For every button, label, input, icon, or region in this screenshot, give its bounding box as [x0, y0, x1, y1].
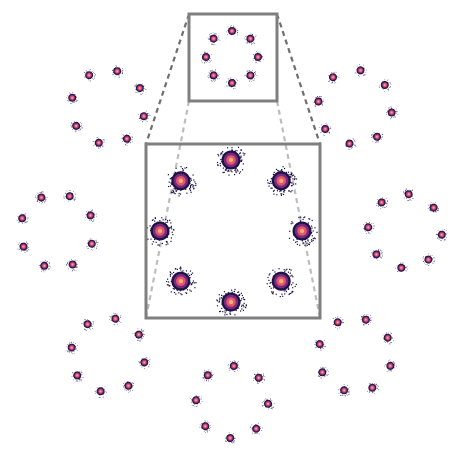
zoom-source-frame	[187, 12, 279, 103]
blob	[66, 91, 78, 104]
connector-line	[275, 13, 322, 145]
blob	[166, 266, 197, 296]
connector-line	[144, 100, 191, 319]
blob	[332, 316, 345, 330]
blob	[318, 366, 329, 379]
blob	[354, 64, 367, 78]
blob	[367, 383, 379, 394]
blob	[86, 238, 99, 251]
blob	[253, 372, 266, 384]
blob	[371, 132, 384, 143]
blob	[35, 191, 48, 205]
blob	[66, 259, 78, 272]
blob	[190, 394, 203, 407]
blob	[226, 25, 239, 36]
blob	[66, 341, 78, 355]
blob	[121, 133, 133, 146]
blob	[17, 241, 30, 253]
blob	[319, 123, 332, 136]
zoom-inset-frame	[144, 142, 322, 320]
ring	[16, 190, 99, 273]
blob	[200, 50, 213, 64]
blob	[112, 65, 124, 78]
blob	[167, 166, 197, 197]
zoom-inset-cluster	[145, 146, 318, 316]
ring	[66, 312, 151, 398]
blob	[207, 32, 221, 46]
blob	[266, 268, 297, 298]
blob	[138, 110, 151, 123]
connector-line	[275, 100, 322, 319]
connector-line	[144, 13, 191, 145]
blob	[134, 83, 147, 95]
blob	[288, 216, 318, 246]
blob	[328, 71, 340, 84]
blob	[252, 51, 264, 64]
blob	[261, 398, 275, 410]
blob	[360, 313, 372, 326]
blob	[94, 386, 107, 398]
ring	[313, 64, 399, 150]
blob	[145, 217, 175, 246]
blob	[207, 69, 220, 82]
ring	[66, 65, 151, 149]
blob	[109, 312, 122, 326]
blob	[216, 288, 247, 316]
blob	[267, 166, 298, 196]
blob	[63, 190, 76, 202]
blob	[70, 121, 83, 133]
blob	[370, 248, 383, 261]
ring-clusters	[16, 25, 448, 444]
blob	[313, 96, 324, 108]
blob	[199, 420, 211, 433]
blob	[250, 422, 263, 435]
blob	[345, 138, 356, 150]
blob	[386, 106, 399, 120]
blob	[403, 188, 414, 201]
blob	[92, 137, 105, 149]
blob	[39, 260, 51, 273]
blob	[216, 146, 246, 176]
blob	[123, 381, 135, 393]
ring	[200, 25, 264, 89]
ring	[314, 313, 397, 397]
blob	[422, 253, 435, 266]
inset-ring	[145, 146, 318, 316]
blob	[132, 328, 145, 342]
blob	[427, 202, 439, 213]
blob	[226, 77, 238, 89]
blob	[435, 229, 448, 242]
blob	[395, 262, 408, 272]
blob	[225, 432, 236, 444]
blob	[338, 384, 350, 397]
ring	[190, 360, 275, 444]
blob	[81, 319, 94, 331]
blob	[244, 70, 258, 82]
zoom-connectors	[144, 13, 322, 319]
blob	[363, 221, 375, 234]
blob	[314, 339, 326, 351]
blob	[244, 32, 257, 45]
blob	[85, 209, 97, 222]
blob	[71, 370, 84, 382]
blob	[376, 197, 388, 209]
blob	[138, 357, 151, 369]
blob	[202, 369, 214, 382]
blob	[84, 69, 96, 82]
blob	[384, 359, 397, 372]
blob	[16, 213, 29, 224]
ring	[363, 188, 448, 272]
blob	[379, 78, 392, 92]
blob	[382, 332, 394, 345]
blob	[227, 360, 240, 372]
